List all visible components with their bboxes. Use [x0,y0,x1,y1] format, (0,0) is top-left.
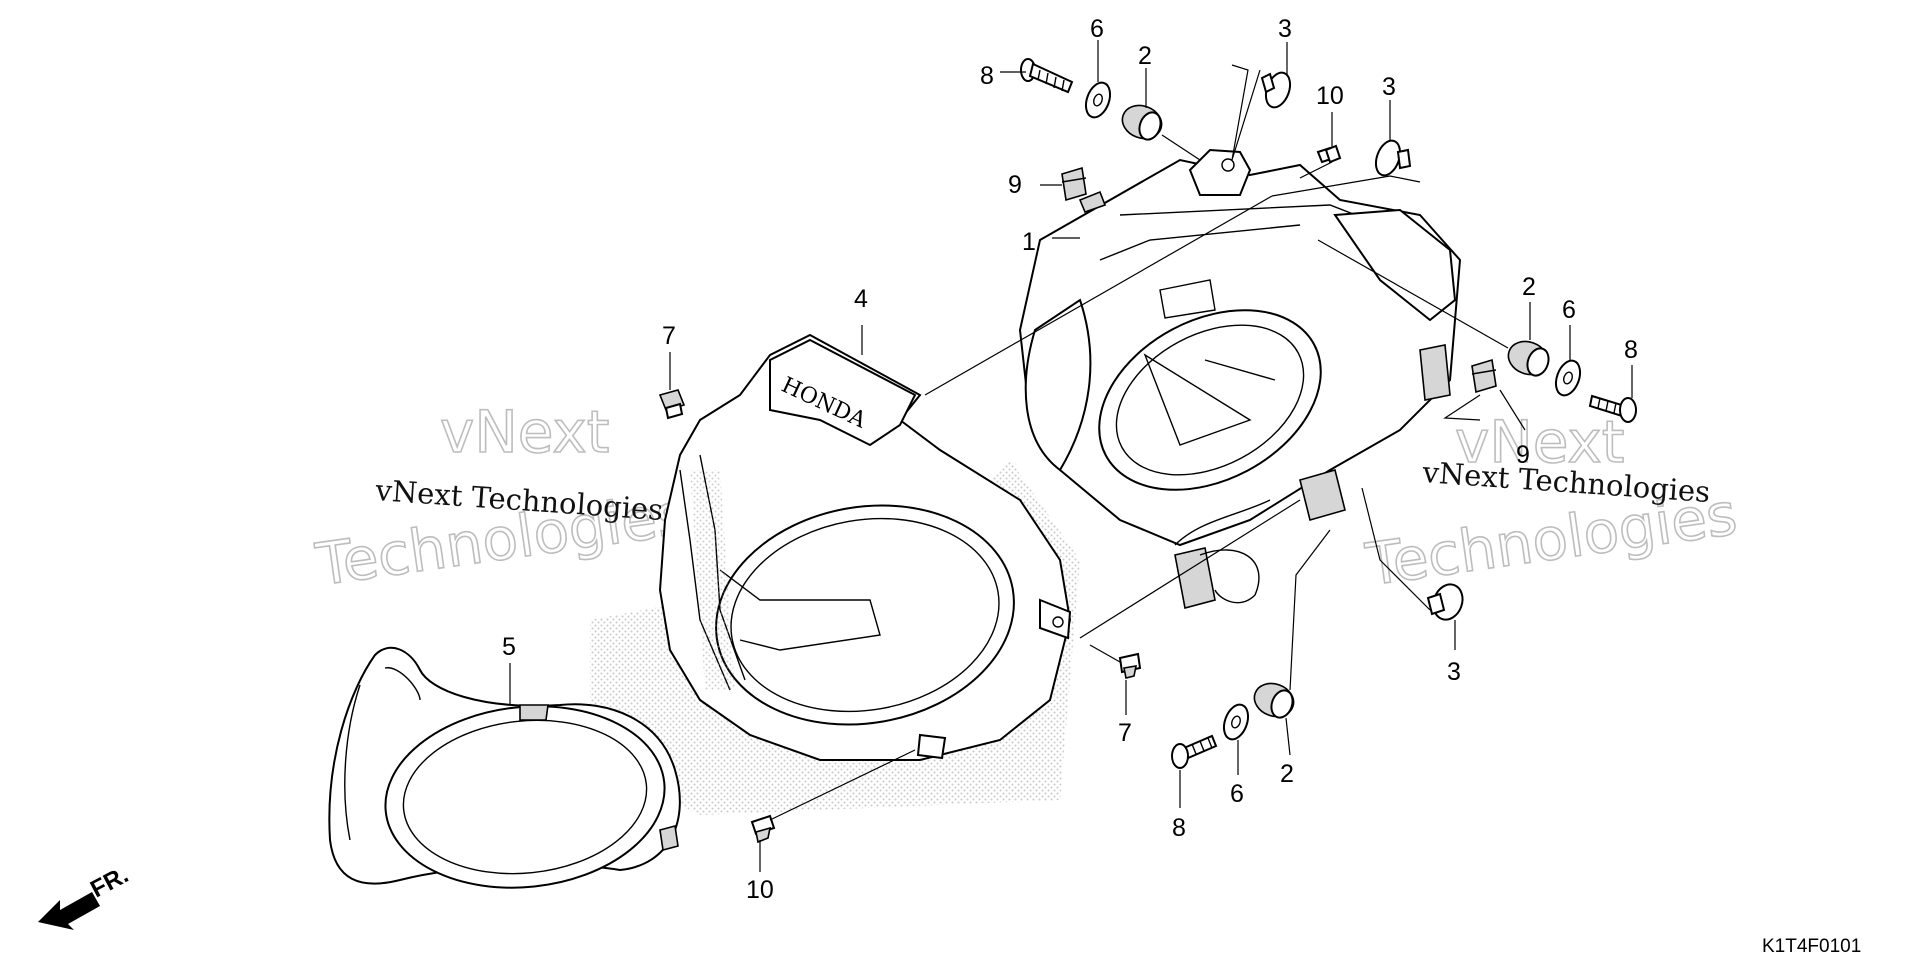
headlight-unit [1018,148,1462,609]
screw-10-bottom [750,814,776,844]
label-7-left: 7 [662,322,676,350]
label-6-right: 6 [1562,296,1576,324]
grommet-2-right [1507,340,1550,377]
label-2-bottom: 2 [1280,760,1294,788]
label-1: 1 [1022,228,1036,256]
collar-3-bottom [1426,583,1464,621]
label-2-top: 2 [1138,42,1152,70]
label-6-top: 6 [1090,15,1104,43]
front-direction-arrow-icon [38,892,100,930]
label-9-left: 9 [1008,171,1022,199]
label-9-right: 9 [1516,441,1530,469]
label-4: 4 [854,285,868,313]
washer-6-top [1084,81,1112,119]
screw-10-top [1316,144,1342,164]
watermark-right: vNext Technologies vNext Technologies [1361,407,1742,600]
label-3-bottom: 3 [1447,658,1461,686]
label-8-bottom: 8 [1172,814,1186,842]
label-10-top: 10 [1316,82,1344,110]
label-8-top: 8 [980,62,994,90]
clip-9-right [1471,358,1497,394]
screw-7-left [658,389,686,420]
watermark-left: vNext Technologies vNext Technologies [311,397,692,600]
bolt-8-top [1020,58,1074,94]
screw-7-bottom [1118,652,1142,679]
front-direction-indicator: FR. [38,861,133,930]
grommet-2-bottom [1253,682,1295,719]
bolt-8-right [1588,394,1637,423]
diagram-code: K1T4F0101 [1762,936,1861,957]
collar-3-top [1260,71,1292,109]
headlight-case: HONDA [658,333,1072,761]
washer-6-bottom [1222,703,1250,741]
part-labels: 8 6 2 3 10 3 9 1 4 7 2 6 8 9 3 7 2 6 8 1… [502,15,1638,904]
label-3-top: 3 [1278,15,1292,43]
watermark-left-vnext: vNext [440,398,609,466]
bolt-8-bottom [1171,734,1218,769]
label-2-right: 2 [1522,273,1536,301]
label-5: 5 [502,633,516,661]
grommet-2-top [1121,104,1163,141]
label-8-right: 8 [1624,336,1638,364]
headlight-rim [328,646,681,889]
watermark-right-vnext: vNext [1455,408,1624,476]
clip-9-left [1061,166,1087,202]
label-7-bottom: 7 [1118,719,1132,747]
label-3-right: 3 [1382,73,1396,101]
collar-3-right [1374,139,1412,177]
leader-lines [509,40,1633,872]
washer-6-right [1554,359,1582,397]
label-6-bottom: 6 [1230,780,1244,808]
label-10-bottom: 10 [746,876,774,904]
